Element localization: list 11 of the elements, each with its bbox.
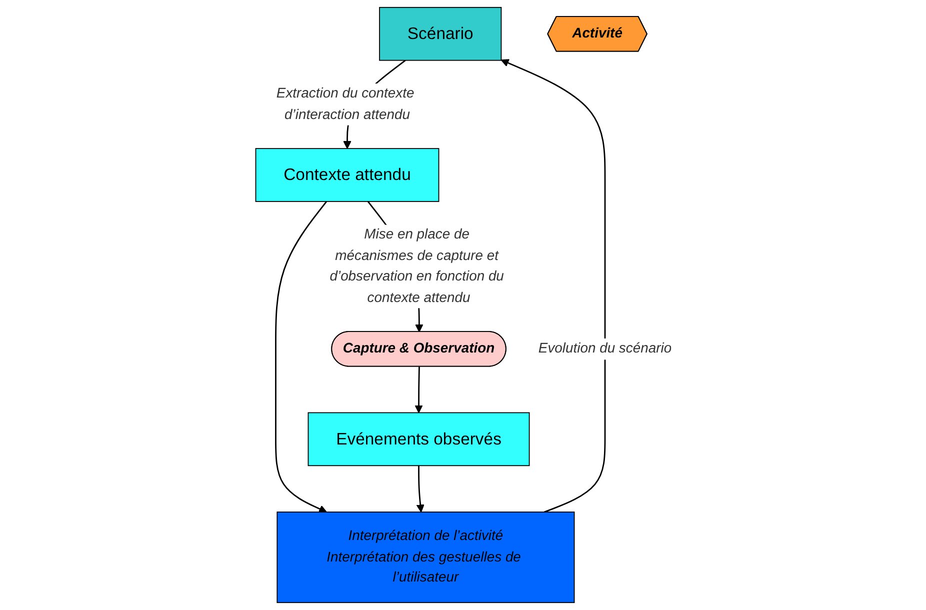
node-box: Interprétation de l’activité Interprétation des gestuelles de l’utilisateur (276, 512, 575, 604)
arrow (500, 59, 606, 513)
node-box: Contexte attendu (255, 148, 440, 202)
node-box: Evénements observés (308, 412, 530, 466)
edge-label: Evolution du scénario (538, 340, 672, 356)
edge-label: Mise en place de mécanismes de capture et d’observation en fonction du contexte attendu (330, 226, 504, 305)
arrow (275, 201, 328, 513)
arrow (414, 366, 423, 414)
node-box: Scénario (379, 6, 502, 61)
edge-label: Extraction du contexte d’interaction attendu (276, 85, 414, 122)
arrow (416, 466, 424, 512)
